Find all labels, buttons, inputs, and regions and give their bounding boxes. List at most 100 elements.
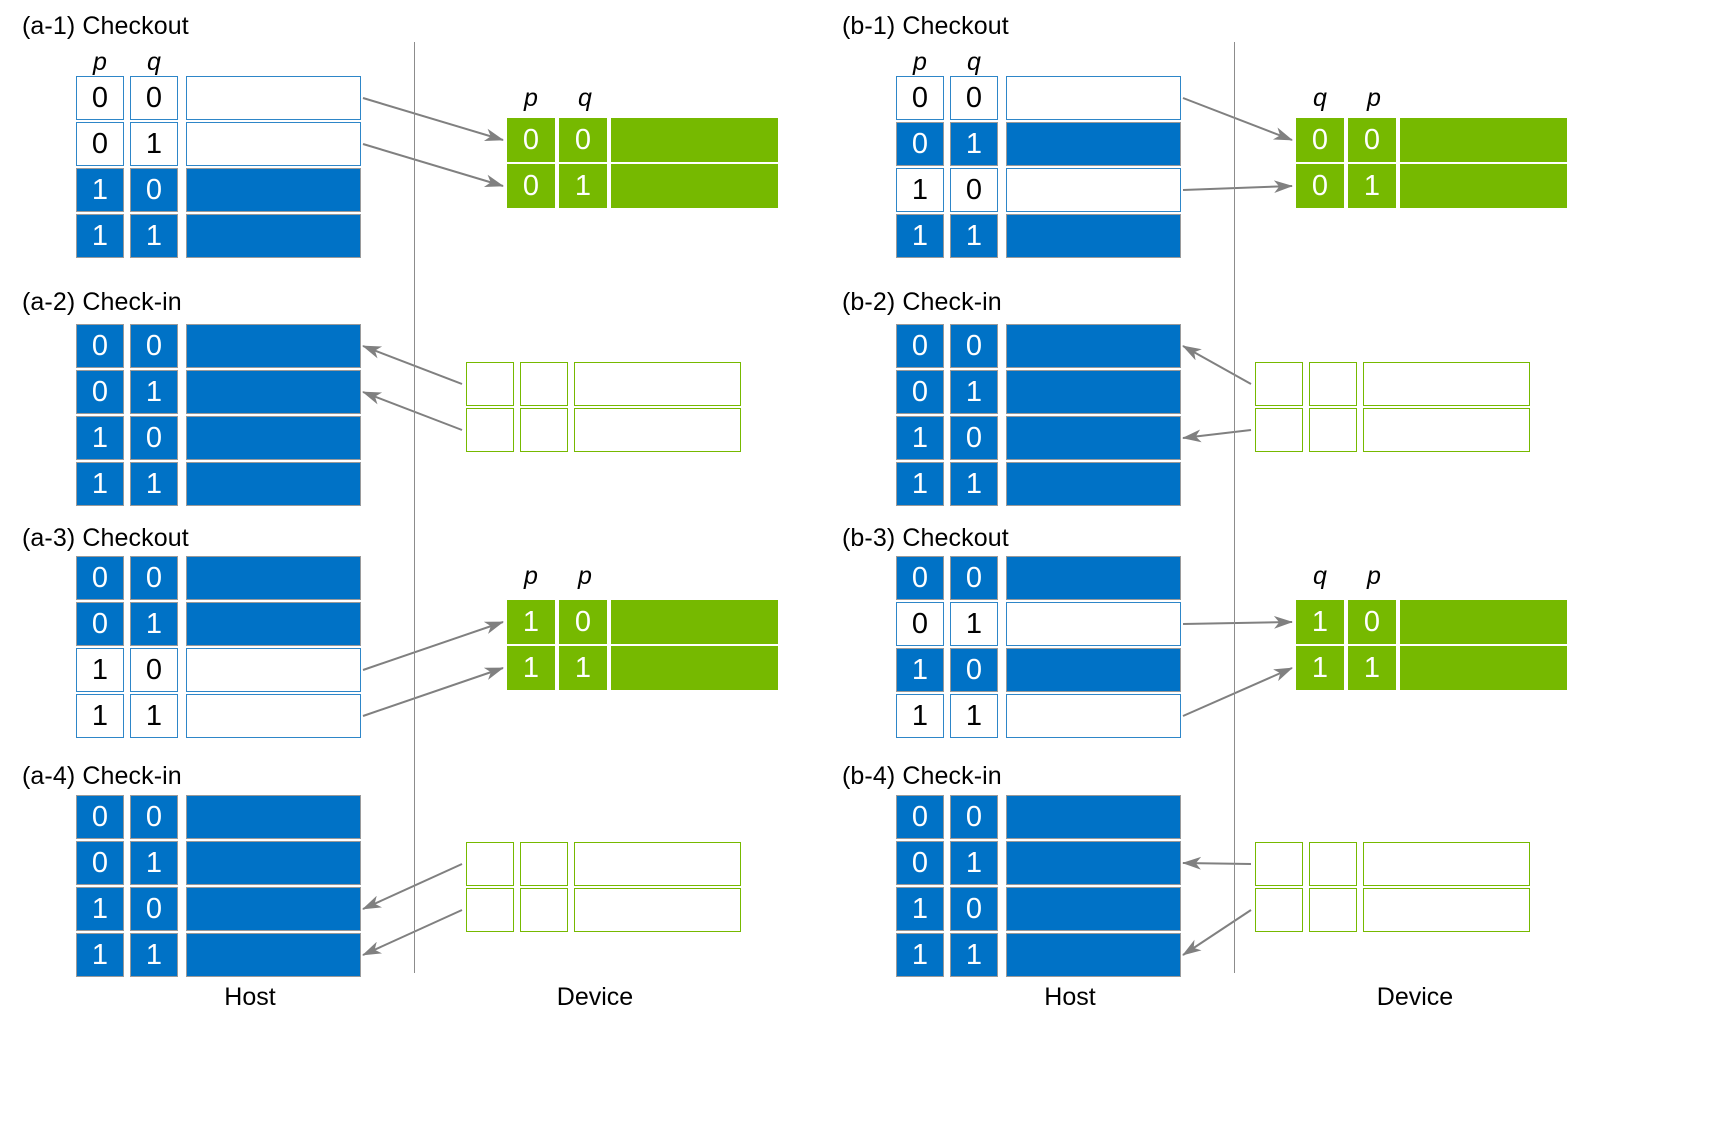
- host-cell-a-2-r2-c2: 1: [130, 370, 178, 414]
- device-cell-b-2-r1-c1: [1255, 362, 1303, 406]
- device-column-header-b-3-1: q: [1313, 562, 1327, 590]
- device-payload-a-1-r2: [611, 164, 778, 208]
- host-cell-b-3-r1-c1: 0: [896, 556, 944, 600]
- host-payload-a-1-r2: [186, 122, 361, 166]
- host-cell-a-2-r1-c2: 0: [130, 324, 178, 368]
- device-cell-a-4-r2-c1: [466, 888, 514, 932]
- host-cell-b-3-r4-c1: 1: [896, 694, 944, 738]
- transfer-arrow: [362, 863, 463, 910]
- host-payload-a-2-r1: [186, 324, 361, 368]
- host-payload-a-4-r1: [186, 795, 361, 839]
- host-cell-a-2-r3-c2: 0: [130, 416, 178, 460]
- host-payload-a-1-r1: [186, 76, 361, 120]
- host-payload-a-3-r4: [186, 694, 361, 738]
- host-cell-a-2-r1-c1: 0: [76, 324, 124, 368]
- device-payload-a-4-r2: [574, 888, 741, 932]
- device-label-right: Device: [1376, 983, 1454, 1011]
- host-cell-a-3-r3-c1: 1: [76, 648, 124, 692]
- host-cell-a-2-r4-c2: 1: [130, 462, 178, 506]
- host-cell-b-4-r1-c1: 0: [896, 795, 944, 839]
- device-payload-b-2-r2: [1363, 408, 1530, 452]
- device-cell-a-4-r1-c2: [520, 842, 568, 886]
- host-cell-a-4-r3-c1: 1: [76, 887, 124, 931]
- host-payload-b-3-r1: [1006, 556, 1181, 600]
- device-cell-b-4-r1-c2: [1309, 842, 1357, 886]
- device-cell-b-4-r1-c1: [1255, 842, 1303, 886]
- host-column-header-p: p: [93, 48, 107, 76]
- host-device-divider-left: [414, 42, 415, 973]
- device-cell-b-1-r1-c2: 0: [1348, 118, 1396, 162]
- host-payload-b-2-r1: [1006, 324, 1181, 368]
- host-cell-a-4-r2-c2: 1: [130, 841, 178, 885]
- host-payload-a-2-r2: [186, 370, 361, 414]
- host-payload-b-1-r1: [1006, 76, 1181, 120]
- host-cell-b-1-r2-c2: 1: [950, 122, 998, 166]
- device-cell-a-1-r1-c2: 0: [559, 118, 607, 162]
- host-cell-b-4-r4-c2: 1: [950, 933, 998, 977]
- device-cell-a-1-r1-c1: 0: [507, 118, 555, 162]
- host-device-divider-right: [1234, 42, 1235, 973]
- host-payload-b-3-r4: [1006, 694, 1181, 738]
- host-cell-a-1-r2-c2: 1: [130, 122, 178, 166]
- transfer-arrow: [362, 667, 504, 717]
- host-cell-a-1-r4-c2: 1: [130, 214, 178, 258]
- device-cell-a-2-r1-c1: [466, 362, 514, 406]
- host-cell-b-1-r2-c1: 0: [896, 122, 944, 166]
- host-cell-a-3-r4-c2: 1: [130, 694, 178, 738]
- transfer-arrow: [362, 345, 463, 385]
- device-payload-a-3-r2: [611, 646, 778, 690]
- device-payload-b-4-r1: [1363, 842, 1530, 886]
- host-cell-a-4-r1-c1: 0: [76, 795, 124, 839]
- host-cell-b-1-r4-c2: 1: [950, 214, 998, 258]
- transfer-arrow: [362, 391, 463, 431]
- host-payload-a-3-r1: [186, 556, 361, 600]
- host-cell-b-3-r3-c2: 0: [950, 648, 998, 692]
- host-label-right: Host: [1044, 983, 1096, 1011]
- host-cell-b-1-r4-c1: 1: [896, 214, 944, 258]
- host-payload-b-2-r3: [1006, 416, 1181, 460]
- host-cell-b-2-r2-c2: 1: [950, 370, 998, 414]
- host-cell-b-3-r1-c2: 0: [950, 556, 998, 600]
- host-cell-b-4-r1-c2: 0: [950, 795, 998, 839]
- device-cell-a-1-r2-c2: 1: [559, 164, 607, 208]
- host-column-header-q: q: [967, 48, 981, 76]
- device-cell-a-3-r2-c2: 1: [559, 646, 607, 690]
- host-cell-b-4-r3-c2: 0: [950, 887, 998, 931]
- device-cell-b-1-r1-c1: 0: [1296, 118, 1344, 162]
- panel-title-a-3: (a-3) Checkout: [22, 524, 189, 552]
- device-cell-b-3-r1-c2: 0: [1348, 600, 1396, 644]
- host-payload-b-1-r4: [1006, 214, 1181, 258]
- device-column-header-a-3-1: p: [524, 562, 538, 590]
- device-cell-a-1-r2-c1: 0: [507, 164, 555, 208]
- host-payload-a-3-r2: [186, 602, 361, 646]
- device-cell-a-2-r1-c2: [520, 362, 568, 406]
- device-cell-a-3-r1-c1: 1: [507, 600, 555, 644]
- host-cell-b-2-r3-c2: 0: [950, 416, 998, 460]
- host-cell-a-1-r3-c2: 0: [130, 168, 178, 212]
- device-column-header-b-1-1: q: [1313, 84, 1327, 112]
- device-column-header-b-3-2: p: [1367, 562, 1381, 590]
- device-cell-b-3-r2-c2: 1: [1348, 646, 1396, 690]
- host-payload-b-4-r4: [1006, 933, 1181, 977]
- host-column-header-p: p: [913, 48, 927, 76]
- host-cell-b-4-r3-c1: 1: [896, 887, 944, 931]
- host-cell-a-4-r3-c2: 0: [130, 887, 178, 931]
- device-payload-b-3-r2: [1400, 646, 1567, 690]
- device-cell-b-1-r2-c1: 0: [1296, 164, 1344, 208]
- device-payload-b-1-r1: [1400, 118, 1567, 162]
- host-payload-a-2-r3: [186, 416, 361, 460]
- host-cell-a-3-r2-c2: 1: [130, 602, 178, 646]
- host-column-header-q: q: [147, 48, 161, 76]
- host-cell-b-1-r1-c2: 0: [950, 76, 998, 120]
- host-payload-a-3-r3: [186, 648, 361, 692]
- device-cell-b-4-r2-c2: [1309, 888, 1357, 932]
- device-cell-a-3-r1-c2: 0: [559, 600, 607, 644]
- host-payload-a-4-r2: [186, 841, 361, 885]
- host-cell-b-3-r4-c2: 1: [950, 694, 998, 738]
- host-cell-a-4-r4-c2: 1: [130, 933, 178, 977]
- device-column-header-a-1-1: p: [524, 84, 538, 112]
- device-cell-a-4-r1-c1: [466, 842, 514, 886]
- host-cell-a-4-r2-c1: 0: [76, 841, 124, 885]
- host-label-left: Host: [224, 983, 276, 1011]
- transfer-arrow: [362, 97, 504, 141]
